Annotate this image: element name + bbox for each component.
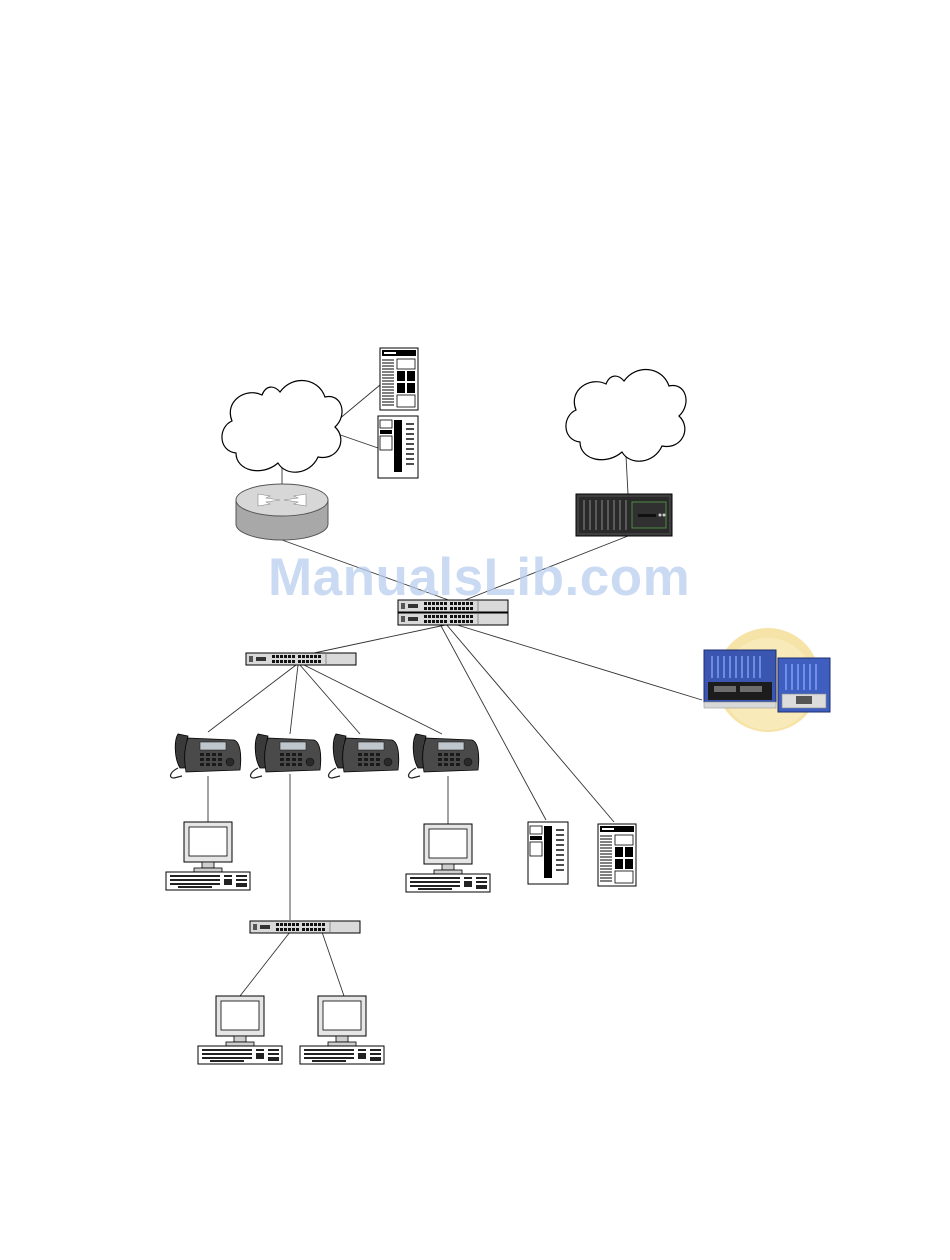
cloud-pstn (566, 370, 686, 462)
workstation-icon (300, 996, 384, 1064)
cloud-internet (222, 381, 342, 473)
workstation-icon (406, 824, 490, 892)
ip-phone-icon (171, 734, 241, 778)
tower-server-icon (378, 416, 418, 478)
ip-phone-icon (409, 734, 479, 778)
tower-server-icon (598, 824, 636, 886)
connection-lines (208, 385, 702, 996)
router-icon (236, 484, 328, 540)
stacked-core-switch-icon (398, 600, 508, 612)
voice-gateway-icon (576, 494, 672, 536)
phone-access-switch-icon (246, 653, 356, 665)
ip-phone-icon (251, 734, 321, 778)
tower-server-icon (528, 822, 568, 884)
workstation-icon (166, 822, 250, 890)
pc-access-switch-icon (250, 921, 360, 933)
ip-phone-icon (329, 734, 399, 778)
workstation-icon (198, 996, 282, 1064)
tower-server-icon (380, 348, 418, 410)
call-server-cabinet-icon (704, 628, 830, 732)
stacked-core-switch-icon (398, 613, 508, 625)
